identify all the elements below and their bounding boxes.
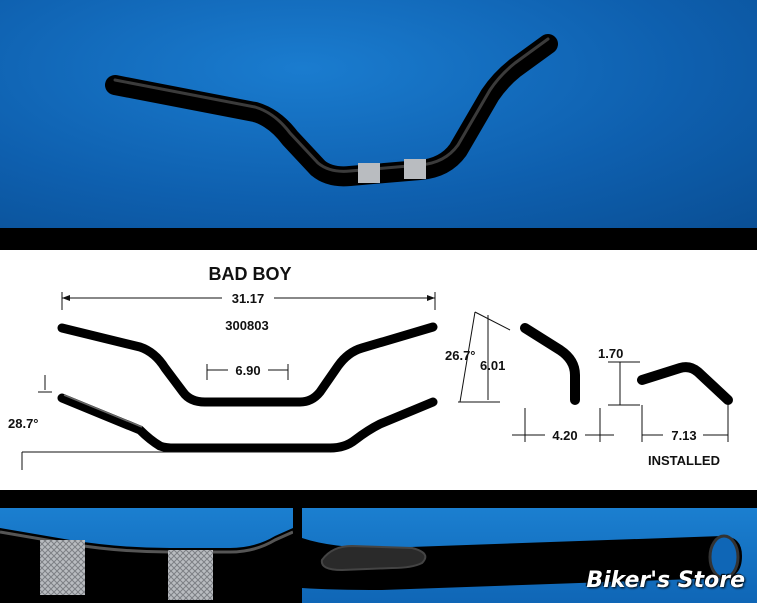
- overall-width-value: 31.17: [232, 291, 265, 306]
- part-number: 300803: [225, 318, 268, 333]
- knurl-band-right: [404, 159, 426, 179]
- dimension-drawing: BAD BOY 300803 31.17 6.90: [8, 264, 733, 470]
- knurl-band-left: [358, 163, 380, 183]
- knurl-band-detail-right: [168, 550, 213, 600]
- installed-rise-value: 1.70: [598, 346, 623, 361]
- handlebar-tube: [105, 34, 558, 187]
- wire-slot: [320, 544, 427, 572]
- side-angle-value: 26.7°: [445, 348, 476, 363]
- bar-end-detail-drawing: [302, 534, 742, 590]
- handlebar-highlight: [113, 37, 550, 173]
- knurl-detail-drawing: [0, 528, 293, 603]
- knurl-detail-photo: [0, 508, 293, 603]
- dimension-diagram: BAD BOY 300803 31.17 6.90: [0, 250, 757, 490]
- handlebar-photo: [0, 0, 757, 228]
- side-view-bar: [520, 323, 580, 405]
- installed-label: INSTALLED: [648, 453, 720, 468]
- perspective-view-bar: [57, 393, 438, 453]
- bar-end-opening: [708, 534, 740, 580]
- model-title: BAD BOY: [208, 264, 291, 284]
- installed-pullback-value: 7.13: [671, 428, 696, 443]
- front-view-bar: [57, 322, 438, 407]
- watermark-logo: Biker's Store: [586, 568, 745, 593]
- knurl-band-detail-left: [40, 540, 85, 595]
- center-width-value: 6.90: [235, 363, 260, 378]
- handlebar-photo-drawing: [105, 34, 558, 187]
- front-angle-value: 28.7°: [8, 416, 39, 431]
- side-rise-value: 6.01: [480, 358, 505, 373]
- bar-end-detail-photo: [302, 508, 757, 603]
- side-pullback-value: 4.20: [552, 428, 577, 443]
- installed-view-bar: [637, 362, 733, 405]
